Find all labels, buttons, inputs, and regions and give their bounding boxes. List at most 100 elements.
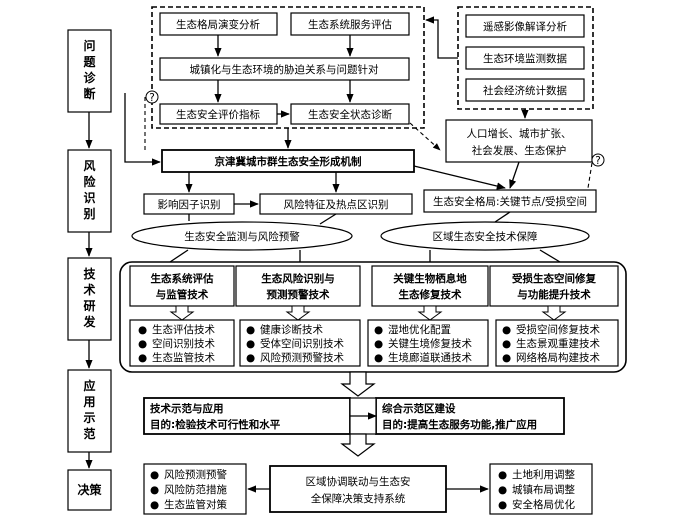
pattern-evolution-text: 生态格局演变分析 bbox=[176, 18, 260, 31]
security-index-text: 生态安全评价指标 bbox=[176, 108, 260, 121]
tech-list-2-item-2: 受体空间识别技术 bbox=[260, 337, 344, 350]
demo-left-goal: 目的:检验技术可行性和水平 bbox=[150, 418, 281, 431]
ellipse-monitoring bbox=[131, 221, 353, 251]
bullet: ● bbox=[502, 352, 511, 364]
demo-right-title: 综合示范区建设 bbox=[382, 402, 456, 415]
bullet: ● bbox=[246, 324, 255, 336]
bullet: ● bbox=[246, 338, 255, 350]
stage-box-diagnosis bbox=[67, 29, 112, 113]
stage-text-tech: 技术研发 bbox=[83, 267, 96, 329]
decision-right-1: 土地利用调整 bbox=[512, 468, 575, 481]
drivers-text-2: 社会发展、生态保护 bbox=[472, 144, 567, 157]
service-assessment-text: 生态系统服务评估 bbox=[308, 18, 392, 31]
ellipse-tech-support bbox=[380, 221, 590, 251]
tech-list-1-item-2: 空间识别技术 bbox=[152, 337, 215, 350]
demo-left-box bbox=[143, 397, 351, 435]
question-mark-right: ? bbox=[595, 155, 601, 167]
tech-list-4-item-1: 受损空间修复技术 bbox=[516, 323, 600, 336]
stage-box-decision bbox=[67, 469, 112, 511]
stage-text-risk: 风险识别 bbox=[83, 159, 96, 221]
bullet: ● bbox=[150, 484, 159, 496]
stage-label-diagnosis: 问题诊断 bbox=[68, 38, 111, 102]
status-diagnosis-box bbox=[290, 103, 410, 125]
tech-list-2-item-3: 风险预测预警技术 bbox=[260, 351, 344, 364]
stage-box-demo bbox=[67, 369, 112, 453]
tech-head-3-l2: 生态修复技术 bbox=[399, 288, 462, 301]
decision-right-2: 城镇布局调整 bbox=[512, 483, 575, 496]
ellipse-monitoring-text: 生态安全监测与风险预警 bbox=[184, 230, 300, 243]
tech-head-1-l1: 生态系统评估 bbox=[151, 272, 214, 285]
arrow-demo-to-decision bbox=[340, 433, 376, 457]
stage-box-tech bbox=[67, 257, 112, 341]
bullet: ● bbox=[246, 352, 255, 364]
drivers-box bbox=[445, 119, 593, 163]
drivers-text-1: 人口增长、城市扩张、 bbox=[467, 127, 572, 140]
tech-heads: 生态系统评估 与监管技术 生态风险识别与 预测预警技术 关键生物栖息地 生态修复… bbox=[129, 265, 619, 307]
factor-text: 影响因子识别 bbox=[158, 198, 221, 211]
tech-list-box-3 bbox=[367, 319, 489, 367]
data-source-text-1: 遥感影像解译分析 bbox=[483, 20, 567, 33]
arrow-drivers-to-pattern bbox=[509, 161, 520, 189]
line-pattern-ellipse bbox=[494, 211, 511, 223]
tech-list-2-item-1: 健康诊断技术 bbox=[260, 323, 323, 336]
tech-head-3-l1: 关键生物栖息地 bbox=[393, 272, 467, 285]
arrow-data-to-diagnosis bbox=[425, 16, 458, 59]
tech-head-box-1 bbox=[129, 265, 235, 307]
tech-arrow-1 bbox=[169, 305, 195, 321]
hotspot-text: 风险特征及热点区识别 bbox=[284, 198, 389, 211]
tech-list-box-1 bbox=[129, 319, 235, 367]
data-source-text-3: 社会经济统计数据 bbox=[483, 84, 567, 97]
tech-head-2-l2: 预测预警技术 bbox=[267, 288, 330, 301]
tech-arrow-2 bbox=[285, 305, 311, 321]
dashed-to-pattern bbox=[409, 122, 441, 151]
pattern-nodes-text: 生态安全格局:关键节点/受损空间 bbox=[433, 195, 587, 208]
tech-head-box-2 bbox=[235, 265, 361, 307]
decision-left-2: 风险防范措施 bbox=[164, 483, 227, 496]
data-source-box-3 bbox=[465, 78, 585, 102]
urbanization-text: 城镇化与生态环境的胁迫关系与问题针对 bbox=[190, 63, 379, 76]
arrow-diagnosis-to-mechanism bbox=[124, 93, 161, 166]
mechanism-text: 京津冀城市群生态安全形成机制 bbox=[215, 155, 362, 168]
stage-label-tech: 技术研发 bbox=[68, 266, 111, 330]
arrow-mechanism-to-pattern bbox=[413, 165, 506, 190]
tech-list-1-bullets: ● bbox=[138, 324, 147, 336]
stage-column: 问题诊断 bbox=[67, 29, 112, 511]
tech-down-arrows bbox=[169, 305, 567, 321]
demo-left-title: 技术示范与应用 bbox=[150, 402, 224, 415]
decision-center-1: 区域协调联动与生态安 bbox=[306, 475, 411, 488]
ellipse-tech-text: 区域生态安全技术保障 bbox=[433, 230, 538, 243]
bullet: ● bbox=[374, 352, 383, 364]
stage-label-risk: 风险识别 bbox=[68, 158, 111, 222]
decision-center-2: 全保障决策支持系统 bbox=[311, 492, 406, 505]
bullet: ● bbox=[138, 352, 147, 364]
tech-head-4-l1: 受损生态空间修复 bbox=[512, 272, 596, 285]
bullet: ● bbox=[498, 484, 507, 496]
status-diagnosis-text: 生态安全状态诊断 bbox=[308, 108, 392, 121]
line-ellipse-tech-1 bbox=[169, 249, 189, 263]
stage-box-risk bbox=[67, 149, 112, 233]
tech-list-3-item-3: 生境廊道联通技术 bbox=[388, 351, 472, 364]
tech-list-box-2 bbox=[239, 319, 361, 367]
dashed-feedback-left bbox=[144, 95, 158, 150]
tech-list-4-item-3: 网络格局构建技术 bbox=[516, 351, 600, 364]
tech-list-1-item-1: 生态评估技术 bbox=[152, 323, 215, 336]
bullet: ● bbox=[150, 499, 159, 511]
dashed-feedback-right bbox=[587, 162, 593, 189]
decision-left-3: 生态监管对策 bbox=[164, 498, 227, 511]
line-ellipse-tech-4 bbox=[539, 249, 561, 263]
data-source-box-2 bbox=[465, 46, 585, 70]
bullet: ● bbox=[150, 469, 159, 481]
decision-right-3: 安全格局优化 bbox=[512, 498, 575, 511]
stage-text-demo: 应用示范 bbox=[83, 379, 96, 441]
question-circle-right bbox=[591, 153, 605, 167]
tech-head-1-l2: 与监管技术 bbox=[156, 288, 209, 301]
question-circle-left bbox=[145, 90, 159, 104]
data-source-text-2: 生态环境监测数据 bbox=[483, 52, 567, 65]
tech-list-3-item-1: 湿地优化配置 bbox=[388, 323, 451, 336]
mechanism-box bbox=[161, 149, 415, 173]
bullet: ● bbox=[374, 324, 383, 336]
stage-text-diagnosis: 问题诊断 bbox=[83, 39, 96, 101]
tech-list-box-4 bbox=[495, 319, 619, 367]
line-hotspot-ellipse bbox=[319, 213, 337, 225]
